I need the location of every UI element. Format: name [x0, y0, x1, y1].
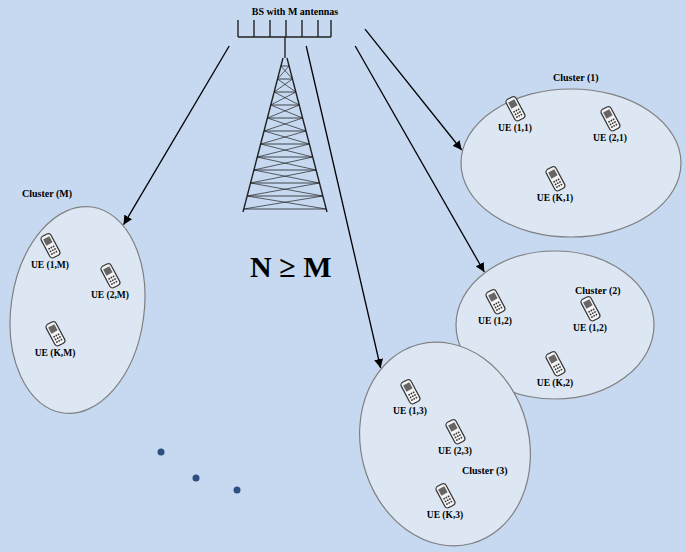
bs-tower	[238, 20, 331, 212]
ue-label: UE (1,2)	[573, 323, 607, 334]
user-equipment: UE (2,1)	[593, 105, 627, 144]
link-arrow	[306, 46, 380, 368]
cluster-outline	[460, 88, 682, 238]
user-equipment: UE (K,1)	[537, 165, 573, 204]
ue-label: UE (2,3)	[438, 446, 472, 457]
cluster-heading: Cluster (1)	[553, 72, 599, 83]
phone-icon	[39, 232, 61, 260]
user-equipment: UE (K,3)	[427, 482, 463, 521]
ue-label: UE (K,1)	[537, 193, 573, 204]
user-equipment: UE (2,M)	[91, 262, 129, 301]
phone-icon	[434, 482, 456, 510]
phone-icon	[599, 105, 621, 133]
phone-icon	[579, 295, 601, 323]
phone-icon	[484, 288, 506, 316]
user-equipment: UE (K,2)	[537, 350, 573, 389]
cluster-ellipse: Cluster (3) UE (1,3) UE (2,3) UE (K,3)	[360, 340, 530, 548]
ue-label: UE (2,M)	[91, 290, 129, 301]
user-equipment: UE (1,1)	[498, 95, 532, 134]
phone-icon	[99, 262, 121, 290]
base-station: BS with M antennas	[225, 4, 365, 46]
cluster-outline	[10, 205, 145, 415]
user-equipment: UE (1,2)	[573, 295, 607, 334]
ue-label: UE (1,M)	[31, 260, 69, 271]
link-arrow	[124, 46, 230, 225]
cluster-ellipse: Cluster (M)UE (1,M)UE (2,M)UE (K,M)	[10, 205, 145, 415]
user-equipment: UE (2,3)	[438, 418, 472, 457]
ue-label: UE (1,2)	[478, 316, 512, 327]
user-equipment: UE (1,M)	[31, 232, 69, 271]
phone-icon	[544, 165, 566, 193]
user-equipment: UE (K,M)	[35, 320, 76, 359]
link-arrow	[365, 29, 462, 150]
ue-label: UE (K,3)	[427, 510, 463, 521]
condition-label: N ≥ M	[250, 250, 331, 284]
ue-label: UE (2,1)	[593, 133, 627, 144]
cluster-heading: Cluster (2)	[575, 285, 621, 296]
user-equipment: UE (1,2)	[478, 288, 512, 327]
ue-label: UE (K,M)	[35, 348, 76, 359]
phone-icon	[399, 378, 421, 406]
phone-icon	[504, 95, 526, 123]
user-equipment: UE (1,3)	[393, 378, 427, 417]
ue-label: UE (1,1)	[498, 123, 532, 134]
ue-label: UE (1,3)	[393, 406, 427, 417]
ue-label: UE (K,2)	[537, 378, 573, 389]
phone-icon	[544, 350, 566, 378]
station-label: BS with M antennas	[225, 6, 365, 17]
cluster-ellipse: Cluster (1)UE (1,1)UE (2,1)UE (K,1)	[460, 88, 682, 238]
cluster-heading: Cluster (M)	[22, 188, 72, 199]
more-clusters-dots	[158, 449, 241, 494]
cluster-heading: Cluster (3)	[462, 465, 508, 476]
phone-icon	[444, 418, 466, 446]
phone-icon	[44, 320, 66, 348]
